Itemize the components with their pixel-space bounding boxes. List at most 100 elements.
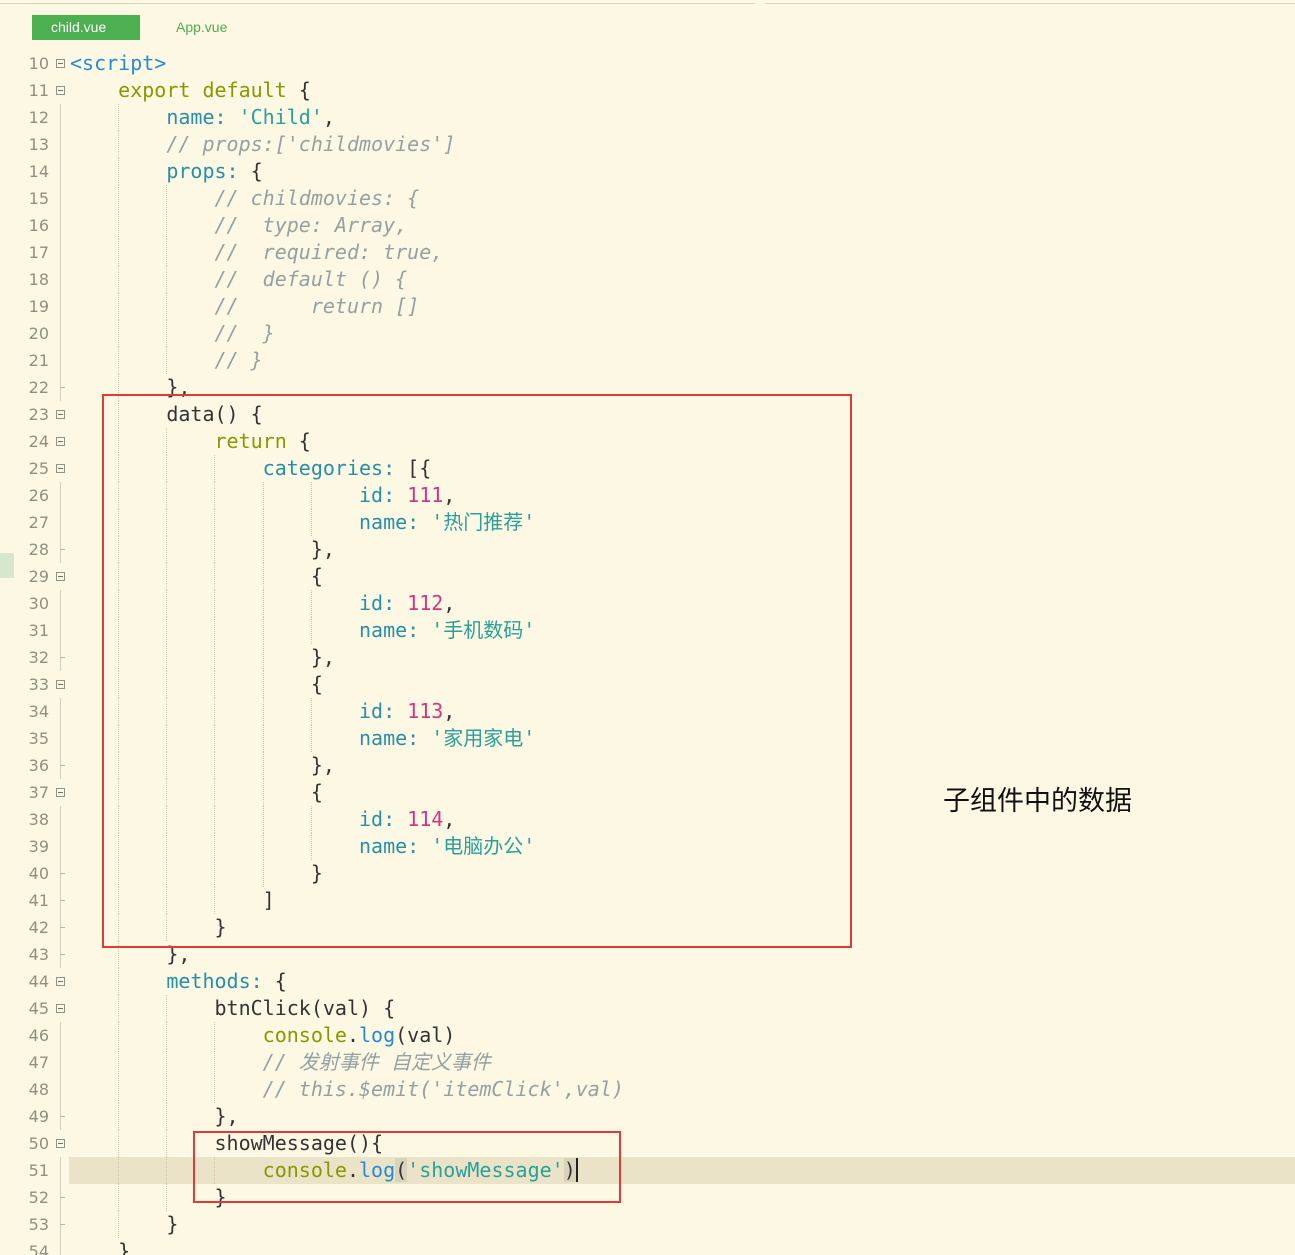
- code-token: [70, 1104, 215, 1128]
- code-token: categories:: [262, 456, 396, 480]
- code-line[interactable]: id: 112,: [69, 590, 1295, 617]
- fold-toggle-icon[interactable]: [56, 410, 65, 419]
- indent-guide: [214, 1049, 216, 1076]
- code-line[interactable]: },: [69, 644, 1295, 671]
- code-token: {: [310, 564, 323, 588]
- code-token: },: [310, 645, 335, 669]
- indent-guide: [166, 779, 168, 806]
- current-code-line[interactable]: console.log('showMessage'): [69, 1157, 1295, 1184]
- code-line[interactable]: },: [69, 536, 1295, 563]
- fold-guide-line: [60, 1022, 61, 1049]
- line-number: 21: [28, 351, 49, 370]
- code-line[interactable]: // childmovies: {: [69, 185, 1295, 212]
- code-line[interactable]: showMessage(){: [69, 1130, 1295, 1157]
- fold-toggle-icon[interactable]: [56, 572, 65, 581]
- code-line[interactable]: return {: [69, 428, 1295, 455]
- code-line[interactable]: id: 114,: [69, 806, 1295, 833]
- indent-guide: [262, 536, 264, 563]
- code-line[interactable]: // 发射事件 自定义事件: [69, 1049, 1295, 1076]
- code-line[interactable]: // type: Array,: [69, 212, 1295, 239]
- code-token: console: [262, 1023, 347, 1047]
- code-line[interactable]: props: {: [69, 158, 1295, 185]
- fold-toggle-icon[interactable]: [56, 1004, 65, 1013]
- fold-toggle-icon[interactable]: [56, 59, 65, 68]
- code-token: // required: true,: [214, 240, 444, 264]
- code-token: }: [214, 915, 227, 939]
- code-line[interactable]: name: '电脑办公': [69, 833, 1295, 860]
- annotation-box-data: [102, 394, 852, 948]
- code-line[interactable]: export default {: [69, 77, 1295, 104]
- matched-bracket: (: [395, 1158, 408, 1182]
- code-token: [70, 213, 215, 237]
- tab-app-vue[interactable]: App.vue: [176, 15, 227, 40]
- code-line[interactable]: {: [69, 563, 1295, 590]
- code-line[interactable]: }: [69, 1184, 1295, 1211]
- code-line[interactable]: // return []: [69, 293, 1295, 320]
- fold-gutter: [50, 671, 69, 698]
- code-line[interactable]: console.log(val): [69, 1022, 1295, 1049]
- code-line[interactable]: methods: {: [69, 968, 1295, 995]
- code-token: id:: [358, 591, 396, 615]
- fold-toggle-icon[interactable]: [56, 86, 65, 95]
- code-line[interactable]: {: [69, 671, 1295, 698]
- code-token: name:: [358, 510, 420, 534]
- code-token: [70, 996, 215, 1020]
- code-token: id:: [358, 807, 396, 831]
- code-line[interactable]: // props:['childmovies']: [69, 131, 1295, 158]
- tab-bar: child.vue App.vue: [0, 0, 1295, 50]
- code-line[interactable]: btnClick(val) {: [69, 995, 1295, 1022]
- code-line[interactable]: // required: true,: [69, 239, 1295, 266]
- fold-gutter: [50, 698, 69, 725]
- code-token: 'showMessage': [407, 1158, 564, 1182]
- fold-toggle-icon[interactable]: [56, 437, 65, 446]
- code-token: },: [310, 753, 335, 777]
- code-line[interactable]: // this.$emit('itemClick',val): [69, 1076, 1295, 1103]
- indent-guide: [310, 590, 312, 617]
- indent-guide: [310, 482, 312, 509]
- fold-toggle-icon[interactable]: [56, 464, 65, 473]
- indent-guide: [214, 698, 216, 725]
- indent-guide: [166, 482, 168, 509]
- code-line[interactable]: name: '热门推荐': [69, 509, 1295, 536]
- code-line[interactable]: id: 111,: [69, 482, 1295, 509]
- fold-guide-line: [60, 347, 61, 374]
- indent-guide: [214, 779, 216, 806]
- indent-guide: [118, 428, 120, 455]
- code-line[interactable]: ]: [69, 887, 1295, 914]
- code-line[interactable]: // }: [69, 347, 1295, 374]
- code-row: 22 },: [0, 374, 1295, 401]
- code-line[interactable]: data() {: [69, 401, 1295, 428]
- fold-toggle-icon[interactable]: [56, 1139, 65, 1148]
- code-line[interactable]: <script>: [69, 50, 1295, 77]
- fold-guide-line: [60, 698, 61, 725]
- code-line[interactable]: }: [69, 914, 1295, 941]
- code-editor[interactable]: 10<script>11 export default {12 name: 'C…: [0, 50, 1295, 1255]
- fold-gutter: [50, 185, 69, 212]
- code-line[interactable]: // }: [69, 320, 1295, 347]
- indent-guide: [118, 509, 120, 536]
- code-line[interactable]: categories: [{: [69, 455, 1295, 482]
- code-line[interactable]: name: '家用家电': [69, 725, 1295, 752]
- code-row: 23 data() {: [0, 401, 1295, 428]
- code-line[interactable]: },: [69, 1103, 1295, 1130]
- fold-toggle-icon[interactable]: [56, 680, 65, 689]
- code-line[interactable]: {: [69, 779, 1295, 806]
- code-line[interactable]: id: 113,: [69, 698, 1295, 725]
- fold-end-tick: [60, 900, 65, 901]
- fold-toggle-icon[interactable]: [56, 977, 65, 986]
- line-number: 27: [28, 513, 49, 532]
- code-line[interactable]: }: [69, 1238, 1295, 1255]
- code-row: 19 // return []: [0, 293, 1295, 320]
- tab-child-vue[interactable]: child.vue: [32, 15, 140, 40]
- code-line[interactable]: }: [69, 1211, 1295, 1238]
- code-line[interactable]: // default () {: [69, 266, 1295, 293]
- code-line[interactable]: },: [69, 752, 1295, 779]
- indent-guide: [166, 995, 168, 1022]
- code-line[interactable]: name: '手机数码': [69, 617, 1295, 644]
- code-line[interactable]: }: [69, 860, 1295, 887]
- indent-guide: [118, 239, 120, 266]
- code-line[interactable]: name: 'Child',: [69, 104, 1295, 131]
- fold-gutter: [50, 1049, 69, 1076]
- fold-toggle-icon[interactable]: [56, 788, 65, 797]
- code-row: 50 showMessage(){: [0, 1130, 1295, 1157]
